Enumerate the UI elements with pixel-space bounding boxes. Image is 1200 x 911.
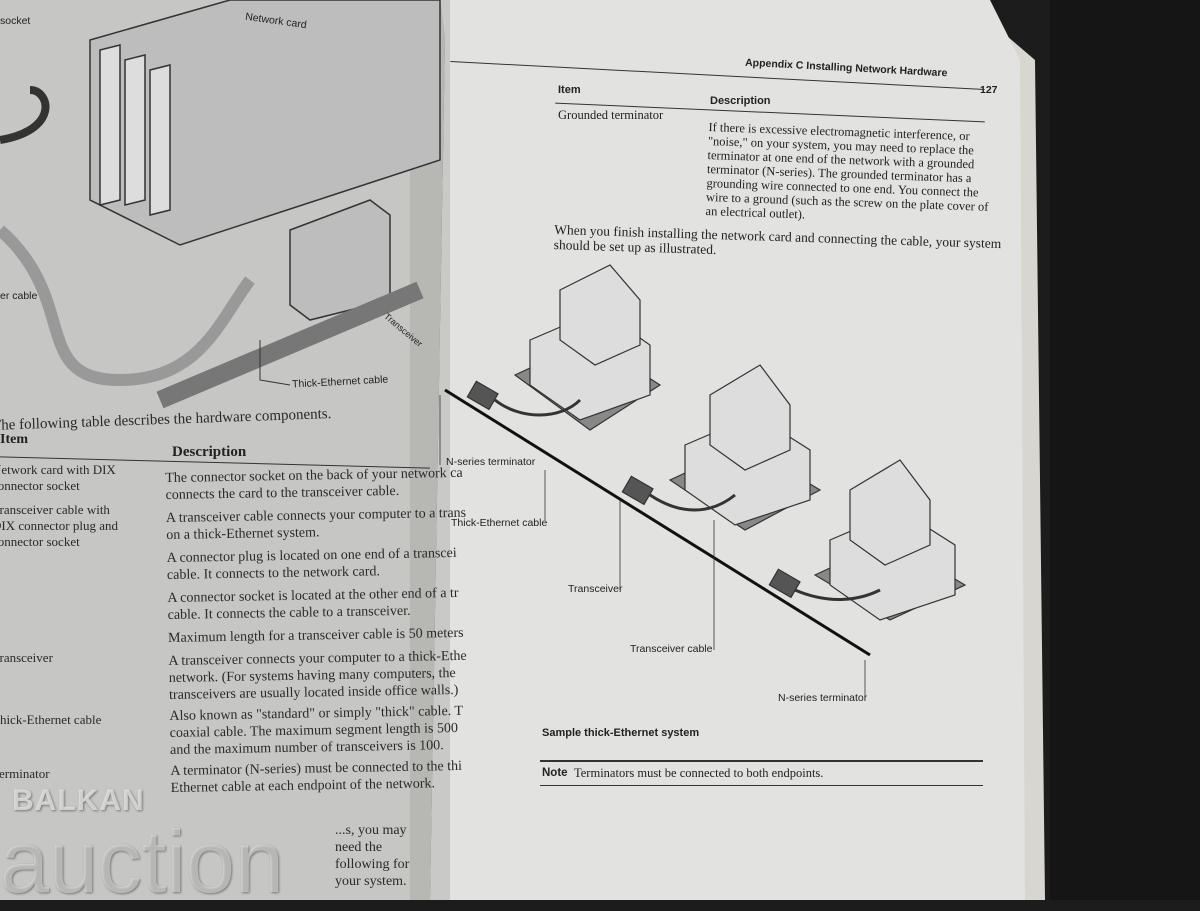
note-text: Terminators must be connected to both en… [574,766,824,780]
computer-2 [668,364,822,531]
computer-3 [813,459,967,621]
label-cable: er cable [0,290,38,302]
item-network-card: Network card with DIX [0,462,116,477]
label-socket: socket [0,15,31,27]
left-table-descriptions: The connector socket on the back of your… [165,465,471,797]
item-thick-ethernet-cable: Thick-Ethernet cable [0,712,102,727]
note-rule-bottom [540,785,983,786]
right-illustration [439,264,967,698]
table-cell-item: Grounded terminator [558,108,664,122]
item-line: connector socket [0,534,80,549]
item-terminator: Terminator [0,766,50,781]
left-table-header-description: Description [172,444,247,460]
item-line: DIX connector plug and [0,518,118,533]
label-thick-ethernet-cable: Thick-Ethernet cable [451,517,548,529]
item-transceiver-cable: Transceiver cable with [0,502,110,517]
thick-ethernet-cable [444,388,871,657]
desc-line: Maximum length for a transceiver cable i… [167,625,464,646]
left-footer-text: ...s, you may need the following for you… [335,823,410,889]
figure-caption: Sample thick-Ethernet system [542,727,700,739]
table-cell-description: If there is excessive electromagnetic in… [705,120,991,228]
watermark-balkan: BALKAN [12,784,145,817]
left-table-items: Network card with DIX connector socket T… [0,462,118,782]
left-illustration [0,0,441,409]
note-label: Note [542,767,568,779]
note-rule-top [540,760,983,762]
label-transceiver-cable: Transceiver cable [630,643,713,655]
item-transceiver: Transceiver [0,650,53,665]
label-transceiver: Transceiver [568,583,623,595]
page-number: 127 [980,84,998,96]
computer-1 [513,264,662,431]
table-header-description: Description [710,95,771,107]
left-table-header-item: Item [0,432,28,447]
table-header-item: Item [558,84,581,96]
watermark-auction: auction [0,812,284,911]
item-line: connector socket [0,478,80,493]
label-n-series-terminator-left: N-series terminator [446,456,536,468]
label-n-series-terminator-right: N-series terminator [778,692,868,704]
